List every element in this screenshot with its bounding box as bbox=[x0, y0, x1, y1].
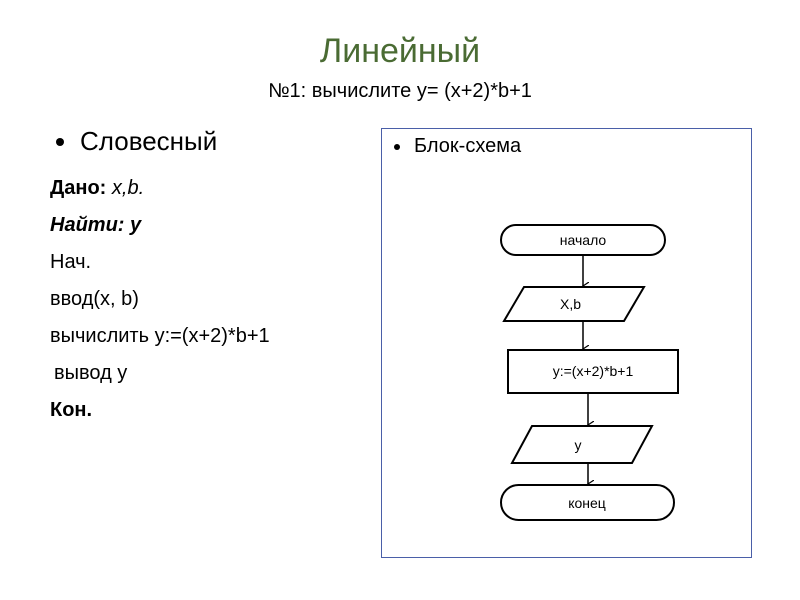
flowchart-heading: Блок-схема bbox=[394, 135, 521, 158]
process-block bbox=[507, 349, 679, 394]
end-terminator bbox=[500, 484, 675, 521]
given-value: x,b. bbox=[111, 177, 145, 199]
start-terminator-label: начало bbox=[560, 232, 607, 248]
bullet-icon bbox=[56, 137, 64, 146]
start-terminator bbox=[500, 224, 666, 256]
given-line: Дано: x,b. bbox=[50, 170, 270, 207]
process-block-label: y:=(x+2)*b+1 bbox=[553, 363, 634, 379]
verbal-heading: Словесный bbox=[56, 126, 217, 157]
slide-title: Линейный bbox=[319, 32, 481, 70]
find-line: Найти: y bbox=[50, 207, 270, 244]
verbal-algorithm: Дано: x,b. Найти: y Нач. ввод(x, b) вычи… bbox=[50, 170, 270, 429]
output-block-label: y bbox=[575, 437, 582, 453]
output-block bbox=[510, 425, 654, 464]
verbal-heading-text: Словесный bbox=[80, 126, 218, 156]
bullet-icon bbox=[394, 143, 400, 150]
find-value: y bbox=[130, 214, 142, 236]
flowchart-panel: Блок-схема bbox=[381, 128, 752, 558]
given-label: Дано: bbox=[50, 177, 107, 199]
start-line: Нач. bbox=[50, 251, 92, 273]
find-label: Найти: bbox=[50, 214, 125, 236]
end-terminator-label: конец bbox=[568, 495, 606, 511]
input-line: ввод(x, b) bbox=[50, 288, 139, 310]
input-block-label: X,b bbox=[560, 296, 581, 312]
slide-subtitle: №1: вычислите y= (x+2)*b+1 bbox=[268, 80, 532, 102]
output-line: вывод y bbox=[54, 362, 128, 384]
end-line: Кон. bbox=[50, 399, 93, 421]
input-block bbox=[502, 286, 646, 322]
compute-line: вычислить y:=(x+2)*b+1 bbox=[50, 325, 270, 347]
flowchart-heading-text: Блок-схема bbox=[414, 135, 522, 157]
